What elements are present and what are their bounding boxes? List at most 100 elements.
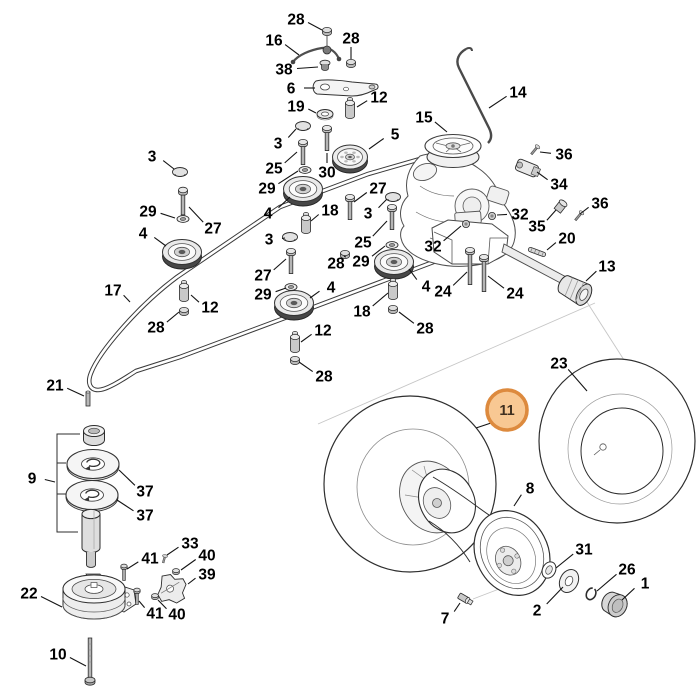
leader-line xyxy=(443,225,462,242)
leader-line xyxy=(452,271,468,286)
callout-label: 22 xyxy=(20,586,37,603)
callout-label: 3 xyxy=(274,136,283,153)
callout-label: 41 xyxy=(146,606,164,623)
highlight-badge[interactable]: 11 xyxy=(475,388,529,432)
leader-line xyxy=(371,245,386,257)
callout-label: 16 xyxy=(265,33,283,50)
callout-label: 25 xyxy=(265,161,283,178)
callout-label: 29 xyxy=(352,254,370,271)
pulley-4 xyxy=(374,249,414,280)
callout-label: 12 xyxy=(201,300,218,317)
callout-label: 37 xyxy=(136,484,153,501)
callout-label: 29 xyxy=(258,181,276,198)
callout-label: 1 xyxy=(641,576,650,593)
grommet-38 xyxy=(319,59,331,71)
wheel-tire-11 xyxy=(323,395,497,573)
bolt-27 xyxy=(178,186,188,216)
callout-label: 4 xyxy=(422,279,431,296)
callout-label: 5 xyxy=(391,127,400,144)
callout-label: 37 xyxy=(136,508,153,525)
leader-line xyxy=(356,100,368,108)
callout-label: 8 xyxy=(526,481,535,498)
leader-line xyxy=(188,206,204,223)
callout-label: 4 xyxy=(264,206,273,223)
nut-40 xyxy=(151,593,159,600)
badge-leader-line xyxy=(475,422,492,429)
spacer-12 xyxy=(289,331,301,354)
leader-line xyxy=(116,499,134,512)
disc-37 xyxy=(66,448,120,482)
callout-label: 34 xyxy=(550,177,568,194)
cap-3 xyxy=(385,192,401,203)
washer-19 xyxy=(316,109,334,121)
clutch-22 xyxy=(62,573,137,620)
callout-label: 4 xyxy=(327,280,336,297)
callout-label: 4 xyxy=(139,226,148,243)
leader-line xyxy=(298,361,314,373)
leader-line xyxy=(166,311,180,323)
bolt-10 xyxy=(84,637,96,686)
leader-line xyxy=(126,561,139,570)
leader-line xyxy=(278,196,291,209)
leader-line xyxy=(539,151,552,154)
nut-32b xyxy=(462,220,470,228)
cap-1 xyxy=(601,591,628,618)
leader-line xyxy=(160,212,176,219)
callout-label: 7 xyxy=(441,611,450,628)
washer-29 xyxy=(176,215,190,223)
pulley-4 xyxy=(283,176,323,207)
leader-line xyxy=(153,236,167,247)
valve-7 xyxy=(457,592,474,606)
leader-line xyxy=(157,599,167,610)
leader-line xyxy=(621,587,635,601)
hub-13 xyxy=(557,275,593,306)
leader-line xyxy=(300,333,312,343)
bolt-27 xyxy=(345,193,355,221)
leader-line xyxy=(453,602,461,612)
callout-label: 23 xyxy=(550,356,568,373)
leader-line xyxy=(372,292,389,307)
spacer-18 xyxy=(300,212,312,235)
leader-line xyxy=(180,559,197,571)
callout-label: 2 xyxy=(533,603,542,620)
callout-label: 20 xyxy=(558,231,575,248)
callout-label: 27 xyxy=(204,221,221,238)
spindle-group-9 xyxy=(56,425,120,568)
bracket-39 xyxy=(157,574,187,604)
bolt-27 xyxy=(286,247,296,275)
leader-line xyxy=(44,478,56,483)
bolt-30 xyxy=(322,125,332,152)
badge-circle[interactable] xyxy=(485,388,529,432)
pin-20 xyxy=(527,247,547,257)
badge-number: 11 xyxy=(499,403,514,419)
leader-line xyxy=(398,311,415,324)
pulley-4 xyxy=(162,239,202,270)
callout-label: 28 xyxy=(416,321,434,338)
cap-3 xyxy=(282,232,298,243)
callout-label: 41 xyxy=(141,551,159,568)
nut-28b xyxy=(346,59,356,68)
pulley-4 xyxy=(274,290,314,321)
callout-label: 40 xyxy=(198,548,215,565)
guard-rod-14 xyxy=(456,46,493,144)
callout-label: 26 xyxy=(618,562,636,579)
callout-label: 27 xyxy=(369,181,386,198)
leader-line xyxy=(40,596,63,608)
callout-label: 13 xyxy=(598,259,616,276)
callout-label: 24 xyxy=(506,286,524,303)
leader-line xyxy=(278,170,299,185)
callout-label: 21 xyxy=(46,378,64,395)
callout-label: 15 xyxy=(415,110,433,127)
leader-line xyxy=(123,294,131,303)
tire-23 xyxy=(538,358,696,524)
callout-label: 29 xyxy=(254,287,272,304)
cap-3 xyxy=(295,121,311,132)
callout-label: 3 xyxy=(265,232,274,249)
leader-line xyxy=(118,469,136,486)
clip-26 xyxy=(585,587,597,601)
callout-label: 3 xyxy=(364,206,373,223)
leader-line xyxy=(378,198,388,209)
callout-label: 10 xyxy=(49,647,66,664)
